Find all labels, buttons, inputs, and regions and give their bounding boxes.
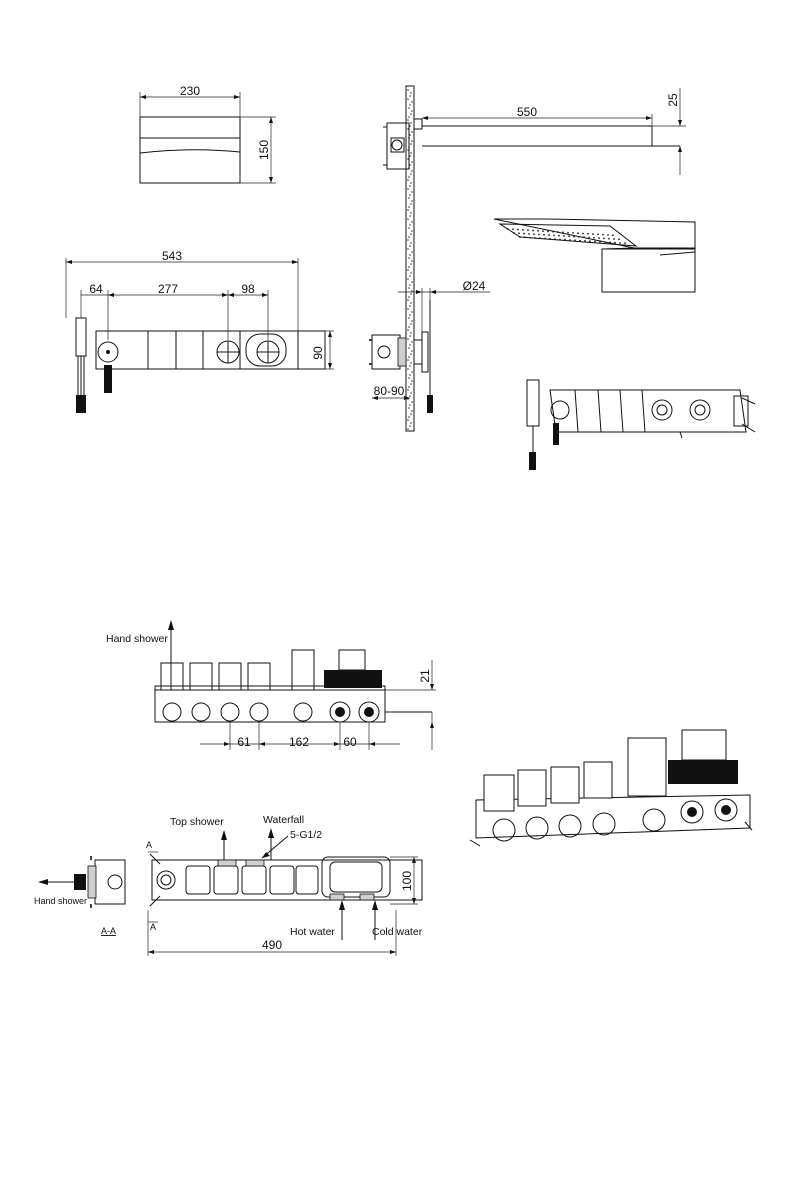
dim-outlet-spacing-b: 162 [289,735,309,749]
dim-wall-depth: 80-90 [374,384,405,398]
dim-arm-length: 550 [517,105,537,119]
dim-panel-total-length: 543 [162,249,182,263]
shower-head-perspective [493,218,696,293]
section-mark-top: A [146,840,152,850]
label-top-shower: Top shower [170,816,224,828]
control-panel-side-view: Ø24 80-90 [369,279,490,413]
section-mark-bottom: A [150,922,156,932]
rough-in-plan-view: Top shower Waterfall 5-G1/2 A A [146,814,423,956]
dim-hose-diameter: Ø24 [463,279,486,293]
rough-in-front-elevation: Hand shower 21 [106,620,436,750]
dim-panel-height: 90 [311,346,325,360]
dim-outlet-spacing-c: 60 [343,735,357,749]
spray-nozzles [507,228,626,245]
dim-outlet-spacing-a: 61 [237,735,251,749]
wall-hatching [407,89,413,430]
rough-in-perspective [469,729,753,847]
section-a-a: Hand shower A-A [34,856,126,936]
dim-box-height: 21 [418,669,432,683]
dim-valve-span: 277 [158,282,178,296]
wall-arm-side-view: 550 25 [383,85,686,432]
dim-handset-offset: 64 [89,282,103,296]
shower-head-front-view: 230 150 [139,84,276,184]
dim-arm-thickness: 25 [666,93,680,107]
dim-box-depth: 100 [400,871,414,891]
dim-box-length: 490 [262,938,282,952]
label-hot-water: Hot water [290,926,335,938]
label-waterfall: Waterfall [263,814,304,826]
dim-head-width: 230 [180,84,200,98]
section-title: A-A [101,926,116,936]
control-panel-front-view: 543 64 277 98 90 [65,249,334,413]
dim-knob-spacing: 98 [241,282,255,296]
label-cold-water: Cold water [372,926,423,938]
label-hand-shower: Hand shower [106,633,168,645]
label-thread-spec: 5-G1/2 [290,829,322,841]
control-panel-perspective [526,379,756,470]
label-hand-shower-section: Hand shower [34,896,87,906]
dim-head-height: 150 [257,140,271,160]
